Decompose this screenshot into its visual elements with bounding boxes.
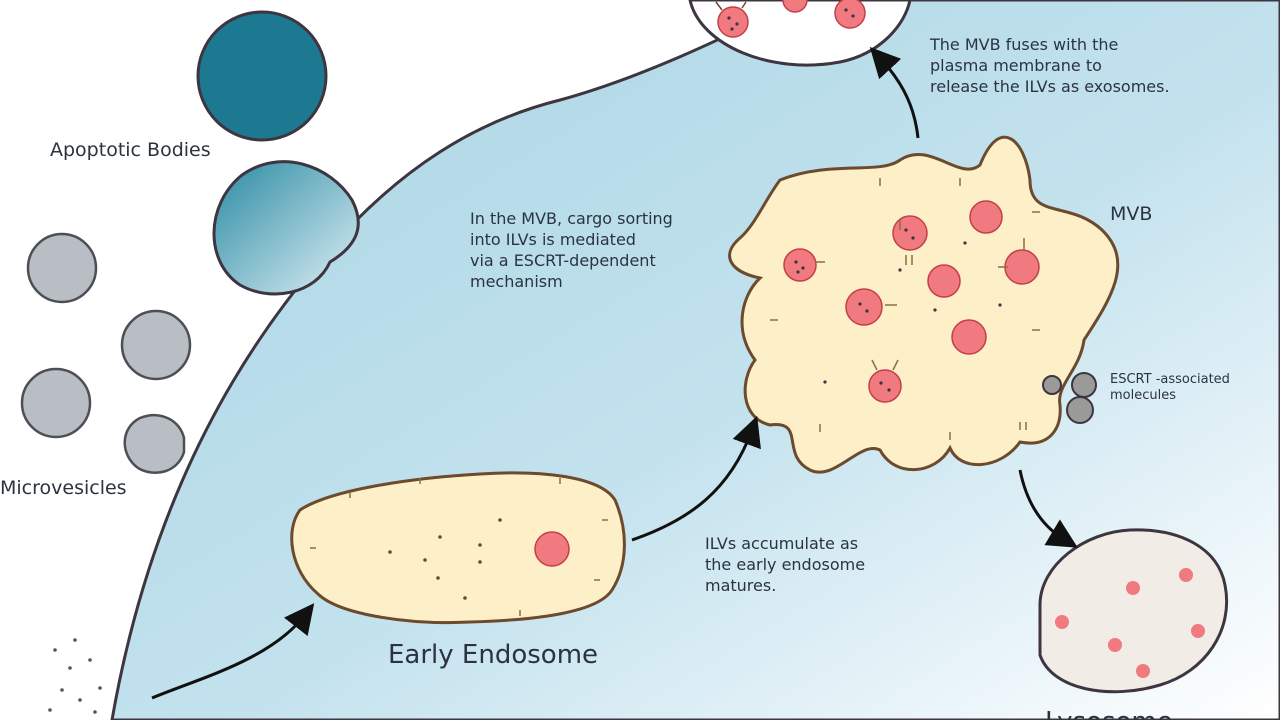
escrt-molecules-label: ESCRT -associated molecules (1110, 372, 1230, 403)
extracellular-particles (48, 638, 102, 714)
lysosome-label: Lysosome (1045, 707, 1173, 720)
arrow-uptake (151, 603, 315, 700)
arrow-to-mvb (631, 415, 761, 542)
early-endosome-ilv (534, 531, 570, 567)
early-endosome (290, 471, 626, 624)
apoptotic-body-budding (212, 160, 360, 296)
apoptotic-bodies-label: Apoptotic Bodies (50, 139, 211, 161)
sorting-note: In the MVB, cargo sorting into ILVs is m… (470, 209, 673, 291)
lysosome (1038, 528, 1228, 694)
mvb (728, 135, 1120, 474)
accumulate-note: ILVs accumulate as the early endosome ma… (705, 534, 866, 595)
mvb-ilvs (783, 200, 1040, 403)
lysosome-content (1055, 568, 1205, 678)
arrow-to-lysosome (1018, 469, 1078, 548)
released-exosomes (717, 0, 866, 38)
microvesicles-label: Microvesicles (0, 477, 127, 499)
fusion-note: The MVB fuses with the plasma membrane t… (930, 35, 1170, 96)
escrt-molecules (1042, 372, 1097, 424)
mvb-label: MVB (1110, 203, 1153, 225)
early-endosome-label: Early Endosome (388, 640, 599, 670)
arrow-to-membrane (869, 46, 920, 139)
apoptotic-body (196, 10, 328, 142)
microvesicles (20, 232, 192, 474)
